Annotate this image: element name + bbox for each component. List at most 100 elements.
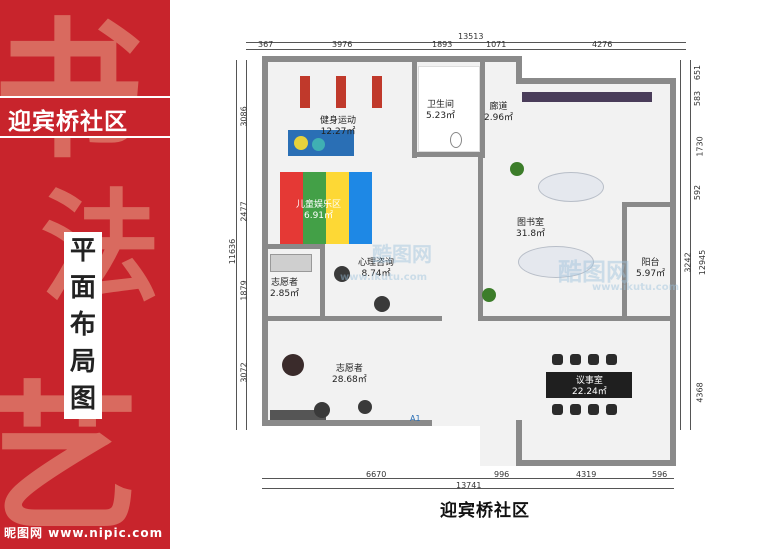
wall (622, 202, 674, 207)
toilet (450, 132, 462, 148)
wall (262, 316, 442, 321)
title-char: 局 (69, 347, 96, 377)
dim-bottom: 596 (652, 470, 668, 479)
wall (262, 56, 520, 62)
chair (588, 354, 599, 365)
watermark-url: www.ikutu.com (592, 282, 679, 293)
wall (480, 62, 485, 158)
chair (570, 404, 581, 415)
chair (552, 354, 563, 365)
meeting-table (546, 372, 632, 398)
title-char: 面 (69, 273, 96, 303)
dimension-line (246, 42, 686, 43)
chair (606, 354, 617, 365)
dimension-line (246, 49, 686, 50)
wall (412, 152, 482, 157)
title-char: 平 (69, 236, 96, 266)
reading-table (518, 246, 594, 278)
dimension-line (246, 60, 247, 430)
wall (262, 420, 432, 426)
dimension-line (680, 60, 681, 430)
treadmill (372, 76, 382, 108)
chair (570, 354, 581, 365)
wall (412, 62, 417, 158)
dimension-line (262, 488, 674, 489)
fitness-ball (312, 138, 325, 151)
wall (320, 244, 325, 320)
dim-right: 651 (693, 64, 703, 81)
side-title: 平 面 布 局 图 (64, 232, 102, 419)
dim-bottom: 996 (494, 470, 510, 479)
dim-left: 2477 (239, 201, 249, 222)
chair (606, 404, 617, 415)
dim-top: 367 (258, 40, 274, 49)
wall (622, 202, 627, 320)
dim-right: 1730 (695, 136, 705, 157)
wall (670, 78, 676, 466)
site-logo-footer: 昵图网 www.nipic.com (4, 526, 164, 540)
round-table (282, 354, 304, 376)
title-char: 布 (69, 310, 96, 340)
watermark-logo: 酷图网 (558, 258, 630, 286)
dimension-line (690, 60, 691, 430)
sofa (270, 410, 326, 420)
dim-bottom: 6670 (366, 470, 387, 479)
calligraphy-decoration: 书 (0, 3, 145, 179)
dim-bottom: 4319 (576, 470, 597, 479)
dim-top: 4276 (592, 40, 613, 49)
plant-icon (482, 288, 496, 302)
dim-bottom-total: 13741 (456, 481, 482, 490)
community-name: 迎宾桥社区 (8, 109, 128, 135)
dimension-line (236, 60, 237, 430)
storage-shelf (270, 254, 312, 272)
title-char: 图 (69, 384, 96, 414)
dim-right: 592 (693, 184, 703, 201)
wall (516, 78, 676, 84)
wall (262, 56, 268, 426)
chair (552, 404, 563, 415)
dim-right: 12945 (698, 249, 708, 276)
side-panel: 书 法 艺 迎宾桥社区 平 面 布 局 图 昵图网 www.nipic.com (0, 0, 170, 549)
dim-left: 1879 (239, 280, 249, 301)
wall (478, 152, 483, 320)
wall (520, 460, 676, 466)
dim-right: 4368 (695, 382, 705, 403)
bookshelf (522, 92, 652, 102)
door-tag: A1 (410, 414, 421, 423)
dim-left: 3086 (239, 106, 249, 127)
watermark-url: www.ikutu.com (340, 272, 427, 283)
lounge-chair (314, 402, 330, 418)
play-mat (280, 172, 372, 244)
watermark-logo: 酷图网 (372, 242, 432, 266)
dim-top: 1893 (432, 40, 453, 49)
wall (516, 420, 522, 466)
dim-left: 11636 (228, 238, 238, 265)
dim-right: 583 (693, 90, 703, 107)
reading-table (538, 172, 604, 202)
treadmill (336, 76, 346, 108)
chair (588, 404, 599, 415)
community-banner: 迎宾桥社区 (0, 96, 170, 138)
dimension-line (262, 478, 674, 479)
dim-top: 3976 (332, 40, 353, 49)
dim-left: 3072 (239, 362, 249, 383)
armchair (334, 266, 350, 282)
dim-top: 1071 (486, 40, 507, 49)
wall (516, 56, 522, 84)
dim-right: 3242 (683, 252, 693, 273)
wc-floor (418, 66, 480, 152)
treadmill (300, 76, 310, 108)
wall (478, 316, 674, 321)
plant-icon (510, 162, 524, 176)
plan-title: 迎宾桥社区 (440, 501, 530, 521)
dim-total-top: 13513 (458, 32, 484, 41)
